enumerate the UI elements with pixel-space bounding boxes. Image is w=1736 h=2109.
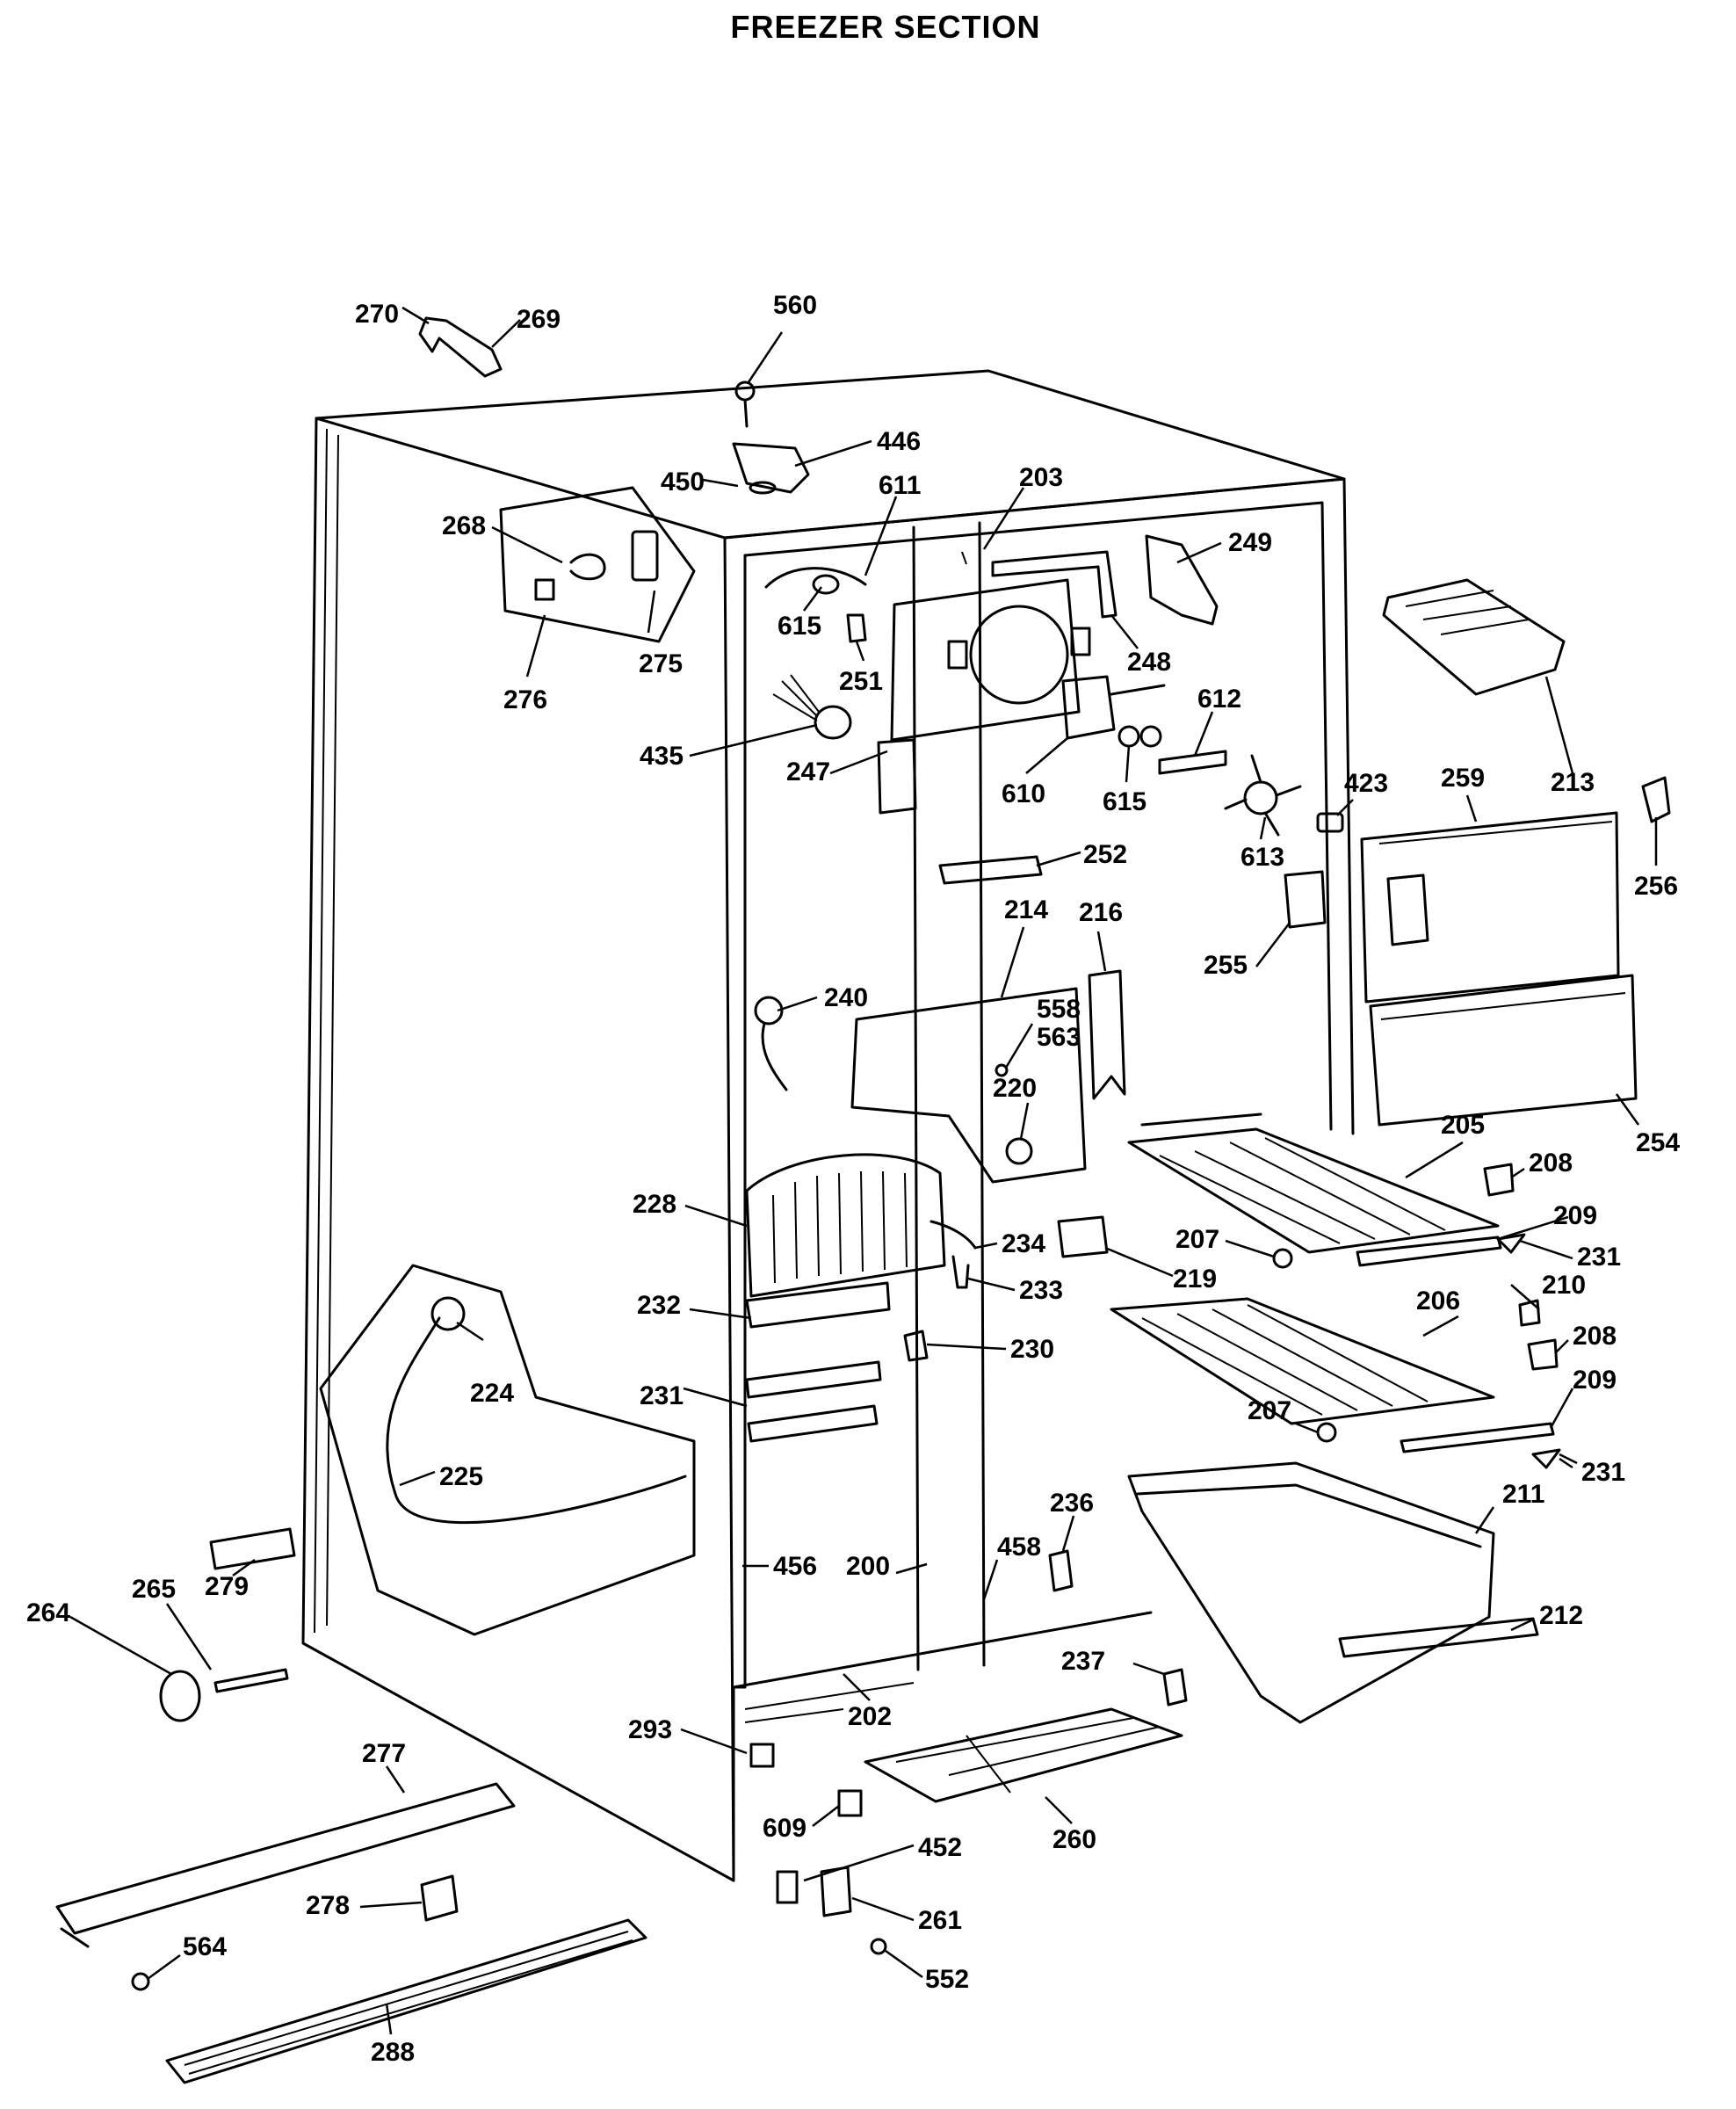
callout-609: 609 — [763, 1814, 807, 1843]
callout-207-lower: 207 — [1248, 1396, 1291, 1425]
callout-450: 450 — [661, 467, 705, 496]
callout-251: 251 — [839, 667, 883, 696]
callout-552: 552 — [925, 1965, 969, 1994]
callout-231-middle: 231 — [640, 1381, 684, 1410]
callout-277: 277 — [362, 1739, 406, 1768]
callout-213: 213 — [1551, 768, 1595, 797]
callout-labels: 270 269 560 446 450 611 203 268 249 615 … — [26, 291, 1680, 2067]
callout-209-upper: 209 — [1553, 1201, 1597, 1230]
callout-264: 264 — [26, 1598, 70, 1627]
callout-205: 205 — [1441, 1111, 1485, 1140]
callout-560: 560 — [773, 291, 817, 320]
wire-shelf-upper — [1127, 1112, 1500, 1254]
callout-231-lower: 231 — [1581, 1458, 1625, 1487]
callout-268: 268 — [442, 511, 486, 540]
callout-452: 452 — [918, 1833, 962, 1862]
callout-612: 612 — [1197, 685, 1241, 714]
callout-200: 200 — [846, 1552, 890, 1581]
callout-211: 211 — [1502, 1480, 1544, 1509]
cabinet-outline — [301, 369, 1355, 1882]
evaporator-brackets — [745, 1255, 970, 1443]
callout-224: 224 — [470, 1379, 514, 1408]
bottom-front-hardware — [749, 1549, 1188, 1955]
callout-225: 225 — [439, 1462, 483, 1491]
callout-247: 247 — [786, 757, 830, 786]
callout-252: 252 — [1083, 840, 1127, 869]
callout-209-lower: 209 — [1573, 1366, 1617, 1395]
callout-423: 423 — [1344, 769, 1388, 798]
callout-248: 248 — [1127, 648, 1171, 677]
light-switch-assembly — [499, 486, 696, 643]
callout-228: 228 — [633, 1190, 676, 1219]
callout-206: 206 — [1416, 1286, 1460, 1315]
callout-435: 435 — [640, 742, 684, 771]
callout-458: 458 — [997, 1533, 1041, 1562]
callout-203: 203 — [1019, 463, 1063, 492]
callout-208-lower: 208 — [1573, 1322, 1617, 1351]
callout-260: 260 — [1052, 1825, 1096, 1854]
callout-261: 261 — [918, 1906, 962, 1935]
callout-563: 563 — [1037, 1023, 1081, 1052]
callout-254: 254 — [1636, 1128, 1680, 1157]
callout-207-upper: 207 — [1175, 1225, 1219, 1254]
callout-208-upper: 208 — [1529, 1149, 1573, 1178]
callout-446: 446 — [877, 427, 921, 456]
drain-hose-panel — [319, 1264, 696, 1636]
callout-230: 230 — [1010, 1335, 1054, 1364]
callout-240: 240 — [824, 983, 868, 1012]
defrost-heater-cord — [754, 996, 788, 1091]
freezer-basket — [1127, 1461, 1539, 1724]
lower-hardware — [55, 1527, 647, 2084]
top-hinge — [732, 380, 810, 495]
callout-236: 236 — [1050, 1489, 1094, 1518]
wire-shelf-lower — [1110, 1297, 1495, 1425]
callout-288: 288 — [371, 2038, 415, 2067]
callout-255: 255 — [1204, 951, 1248, 980]
callout-232: 232 — [637, 1291, 681, 1320]
callout-216: 216 — [1079, 898, 1123, 927]
drain-tube — [418, 316, 503, 378]
callout-276: 276 — [503, 685, 547, 714]
callout-237: 237 — [1061, 1647, 1105, 1676]
callout-231-upper: 231 — [1577, 1243, 1621, 1272]
callout-279: 279 — [205, 1572, 249, 1601]
callout-456: 456 — [773, 1552, 817, 1581]
callout-615-lower: 615 — [1103, 787, 1146, 816]
ice-tray — [1382, 578, 1671, 823]
callout-611: 611 — [879, 471, 921, 500]
callout-610: 610 — [1002, 779, 1045, 808]
callout-615-upper: 615 — [778, 612, 821, 641]
callout-275: 275 — [639, 649, 683, 678]
callout-210: 210 — [1542, 1271, 1586, 1300]
callout-233: 233 — [1019, 1276, 1063, 1305]
callout-202: 202 — [848, 1702, 892, 1731]
callout-613: 613 — [1241, 843, 1284, 872]
callout-212: 212 — [1539, 1601, 1583, 1630]
callout-265: 265 — [132, 1575, 176, 1604]
callout-278: 278 — [306, 1891, 350, 1920]
callout-558: 558 — [1037, 995, 1081, 1024]
callout-564: 564 — [183, 1932, 227, 1961]
callout-269: 269 — [517, 305, 561, 334]
callout-220: 220 — [993, 1074, 1037, 1103]
callout-256: 256 — [1634, 872, 1678, 901]
callout-293: 293 — [628, 1715, 672, 1744]
callout-219: 219 — [1173, 1265, 1217, 1294]
evaporator-cover — [850, 969, 1126, 1184]
callout-249: 249 — [1228, 528, 1272, 557]
freezer-baffle-assembly — [1284, 811, 1638, 1127]
leader-lines — [69, 306, 1658, 2035]
callout-214: 214 — [1004, 895, 1048, 924]
diagram-title: FREEZER SECTION — [730, 9, 1041, 45]
callout-234: 234 — [1002, 1229, 1045, 1258]
callout-270: 270 — [355, 300, 399, 329]
callout-259: 259 — [1441, 764, 1485, 793]
evaporator-fan-housing — [764, 534, 1344, 885]
evaporator-coil — [745, 1153, 977, 1298]
